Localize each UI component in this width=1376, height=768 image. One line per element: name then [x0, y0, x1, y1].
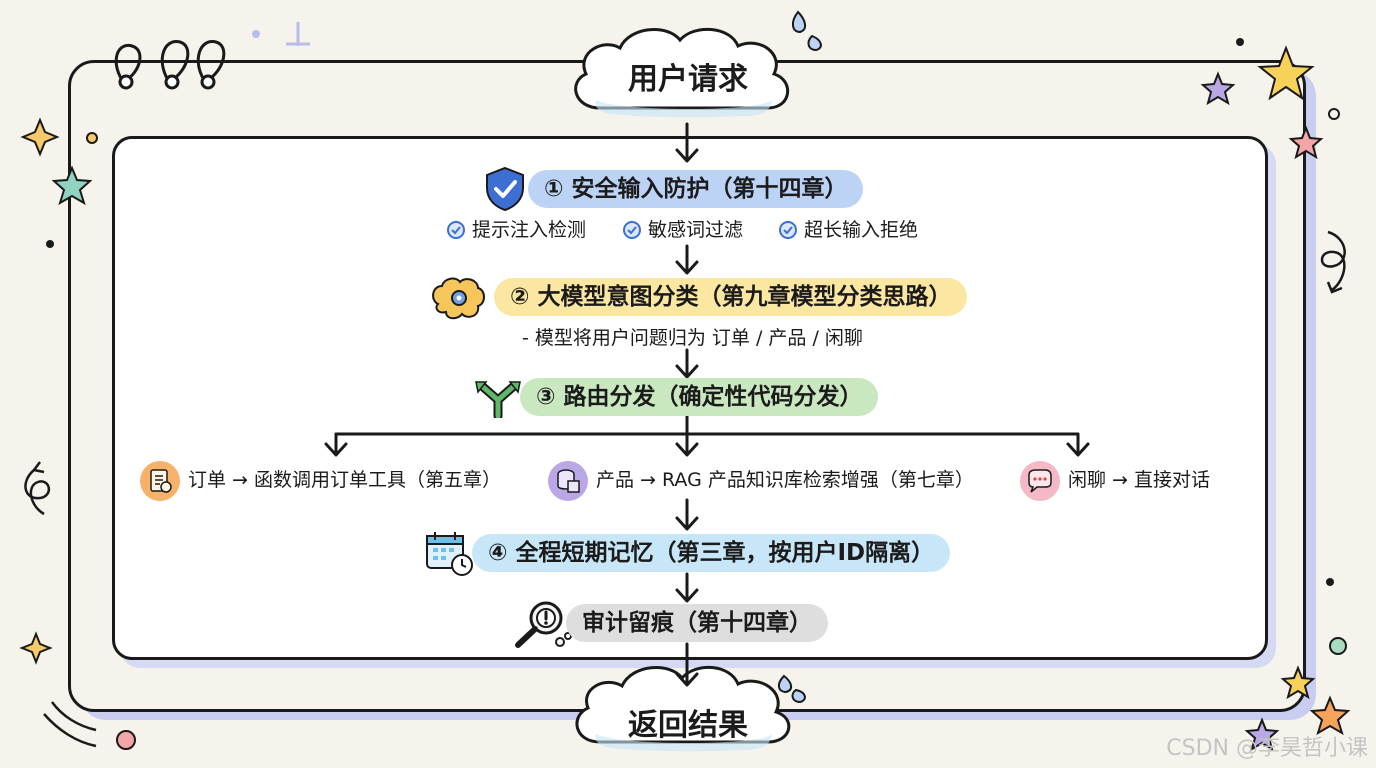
arrow — [675, 642, 699, 687]
step2-note: - 模型将用户问题归为 订单 / 产品 / 闲聊 — [522, 327, 863, 349]
check-circle-icon — [779, 221, 797, 239]
branch-order: 订单 → 函数调用订单工具（第五章） — [140, 460, 501, 501]
spiral-binding-icon — [114, 40, 226, 90]
step5-pill: 审计留痕（第十四章） — [566, 604, 828, 642]
curl-doodle-icon — [24, 230, 1346, 748]
step4-label: ④ 全程短期记忆（第三章，按用户ID隔离） — [488, 540, 935, 566]
dot-icon — [86, 108, 1347, 750]
arrow — [1066, 432, 1090, 457]
arrow — [675, 122, 699, 163]
order-doc-icon — [140, 460, 180, 501]
arrow — [324, 432, 348, 457]
arrow — [675, 348, 699, 379]
step2-pill: ② 大模型意图分类（第九章模型分类思路） — [494, 278, 968, 316]
step2-label: ② 大模型意图分类（第九章模型分类思路） — [510, 284, 952, 310]
star-icon — [51, 45, 1351, 752]
check-item-sensitive-words: 敏感词过滤 — [622, 218, 743, 242]
check-circle-icon — [623, 221, 641, 239]
tiny-dot-icon — [46, 38, 1334, 586]
bottom-node-label: 返回结果 — [628, 708, 748, 743]
splash-icon — [778, 10, 822, 704]
check-circle-icon — [447, 221, 465, 239]
branch-chat-label: 闲聊 → 直接对话 — [1068, 469, 1210, 491]
step3-label: ③ 路由分发（确定性代码分发） — [536, 384, 863, 410]
watermark: CSDN @李昊哲小课 — [1166, 736, 1368, 761]
flow-arrows — [324, 122, 1090, 687]
magnifier-alert-icon — [515, 601, 572, 648]
branch-chat: 闲聊 → 直接对话 — [1020, 460, 1210, 501]
split-arrow-icon — [475, 381, 521, 418]
branch-product: 产品 → RAG 产品知识库检索增强（第七章） — [548, 460, 974, 501]
chat-bubble-icon — [1020, 460, 1060, 501]
top-node-label: 用户请求 — [628, 62, 748, 97]
step5-label: 审计留痕（第十四章） — [582, 610, 812, 636]
step1-pill: ① 安全输入防护（第十四章） — [528, 170, 864, 208]
sparkle-icon — [19, 117, 60, 665]
step4-pill: ④ 全程短期记忆（第三章，按用户ID隔离） — [472, 534, 951, 572]
arrow — [675, 498, 699, 531]
branch-product-label: 产品 → RAG 产品知识库检索增强（第七章） — [596, 469, 974, 491]
arrow — [675, 572, 699, 603]
check-item-prompt-injection: 提示注入检测 — [446, 218, 586, 242]
step1-label: ① 安全输入防护（第十四章） — [544, 176, 848, 202]
shield-check-icon — [486, 166, 524, 212]
database-box-icon — [548, 460, 588, 501]
brain-gear-icon — [432, 277, 485, 320]
plus-icon — [252, 22, 310, 46]
branch-order-label: 订单 → 函数调用订单工具（第五章） — [188, 469, 501, 491]
cloud-icon — [574, 27, 790, 110]
arrow — [675, 244, 699, 275]
check-item-long-input: 超长输入拒绝 — [778, 218, 918, 242]
step3-pill: ③ 路由分发（确定性代码分发） — [520, 378, 879, 416]
calendar-clock-icon — [426, 532, 473, 576]
